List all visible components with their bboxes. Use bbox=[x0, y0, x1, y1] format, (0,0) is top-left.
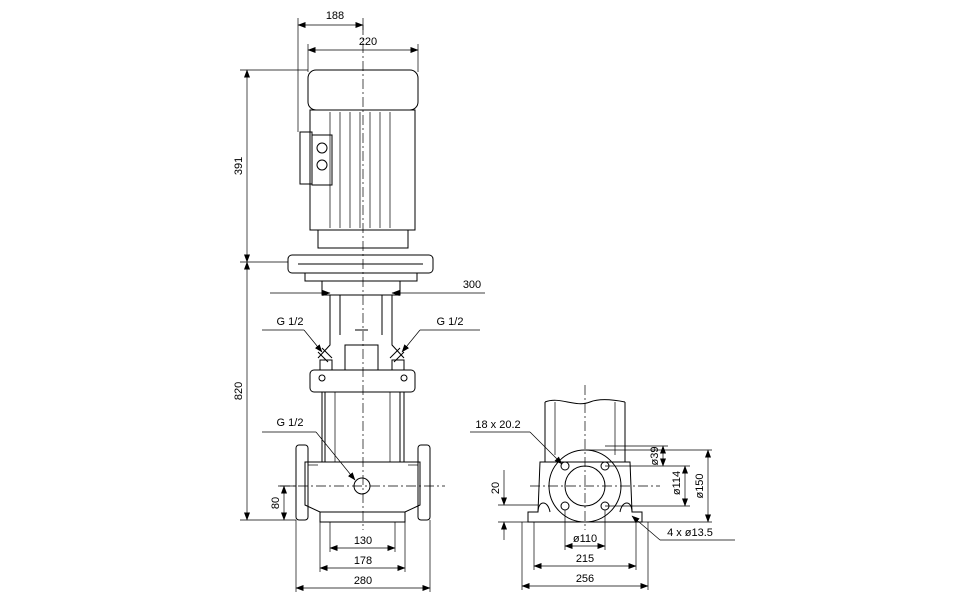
base-body bbox=[304, 461, 421, 513]
pump-head bbox=[309, 369, 416, 393]
dim-80-label: 80 bbox=[270, 497, 282, 509]
dim-130-label: 130 bbox=[354, 535, 372, 547]
dimension-256: 256 bbox=[521, 522, 649, 590]
dimension-188: 188 bbox=[297, 10, 364, 132]
mounting-plate bbox=[287, 254, 434, 296]
dimension-220: 220 bbox=[307, 36, 419, 72]
pump-sleeve bbox=[324, 391, 401, 463]
port-right-label: G 1/2 bbox=[437, 316, 464, 328]
cable-gland-icon bbox=[316, 159, 328, 171]
base-plate bbox=[319, 511, 406, 523]
dim-820-label: 820 bbox=[233, 382, 245, 400]
pump-housing bbox=[309, 295, 416, 463]
port-label-right: G 1/2 bbox=[401, 316, 480, 353]
break-line bbox=[544, 399, 626, 405]
dimension-391: 391 bbox=[233, 69, 308, 263]
bolt-hole-icon bbox=[560, 461, 570, 471]
terminal-box-front bbox=[311, 134, 333, 186]
dimension-130: 130 bbox=[329, 522, 396, 552]
dimension-20: 20 bbox=[490, 470, 538, 540]
dim-256-label: 256 bbox=[576, 573, 594, 585]
dimension-d114: ø114 bbox=[605, 465, 690, 507]
dim-178-label: 178 bbox=[354, 555, 372, 567]
port-label-left: G 1/2 bbox=[262, 316, 323, 353]
bolt-hole-icon bbox=[560, 501, 570, 511]
dimension-178: 178 bbox=[319, 522, 406, 572]
dim-300-label: 300 bbox=[463, 279, 481, 291]
dimension-280: 280 bbox=[295, 520, 431, 592]
dim-215-label: 215 bbox=[576, 553, 594, 565]
dimension-820: 820 bbox=[233, 261, 296, 521]
motor-body bbox=[309, 109, 416, 231]
front-view: 188 220 391 820 300 bbox=[233, 10, 485, 592]
motor-cooling-fins bbox=[329, 112, 391, 228]
dim-d39-label: ø39 bbox=[649, 447, 661, 466]
dimension-d39: ø39 bbox=[605, 445, 668, 467]
dim-391-label: 391 bbox=[233, 157, 245, 175]
motor bbox=[299, 69, 419, 249]
dim-188-label: 188 bbox=[326, 10, 344, 22]
dimension-300: 300 bbox=[270, 279, 485, 296]
dimension-holes: 18 x 20.2 bbox=[470, 419, 563, 465]
pump-head-block bbox=[344, 344, 379, 371]
port-drain-label: G 1/2 bbox=[277, 417, 304, 429]
dimension-bolts: 4 x ø13.5 bbox=[631, 515, 735, 541]
pump-base bbox=[295, 444, 431, 523]
dim-holes-label: 18 x 20.2 bbox=[475, 419, 520, 431]
side-view: 18 x 20.2 ø39 ø114 ø150 bbox=[470, 385, 735, 590]
dimension-d150: ø150 bbox=[585, 449, 712, 523]
dim-d110-label: ø110 bbox=[573, 533, 597, 545]
dim-220-label: 220 bbox=[359, 36, 377, 48]
dim-280-label: 280 bbox=[354, 575, 372, 587]
dim-20-label: 20 bbox=[490, 482, 502, 494]
dim-d150-label: ø150 bbox=[694, 473, 706, 498]
port-left-label: G 1/2 bbox=[277, 316, 304, 328]
dimension-80: 80 bbox=[270, 485, 296, 521]
inlet-flange bbox=[295, 444, 309, 521]
dimension-215: 215 bbox=[533, 522, 637, 570]
coupling-guard-top bbox=[304, 272, 418, 282]
dimension-d110: ø110 bbox=[564, 510, 606, 550]
port-label-drain: G 1/2 bbox=[262, 417, 356, 481]
dim-d114-label: ø114 bbox=[671, 471, 683, 495]
dim-bolts-label: 4 x ø13.5 bbox=[667, 527, 713, 539]
cable-gland-icon bbox=[316, 142, 328, 154]
outlet-flange bbox=[417, 444, 431, 521]
